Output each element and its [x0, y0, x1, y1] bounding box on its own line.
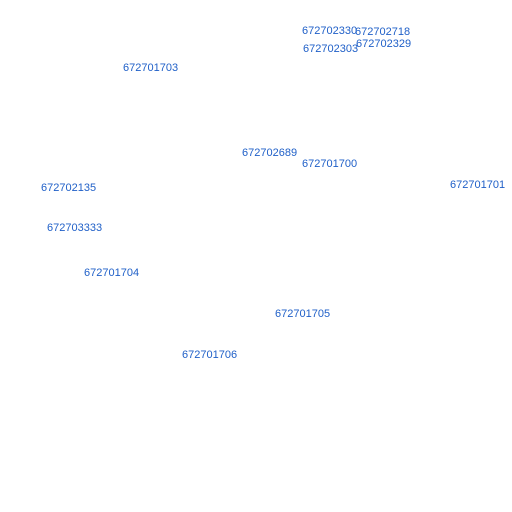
map-label[interactable]: 672701701 — [450, 179, 506, 191]
map-label[interactable]: 672702303 — [303, 43, 359, 55]
map-label[interactable]: 672702689 — [242, 147, 298, 159]
map-label[interactable]: 672702135 — [41, 182, 97, 194]
map-label[interactable]: 672701704 — [84, 267, 140, 279]
map-label[interactable]: 672702329 — [356, 38, 412, 50]
map-label[interactable]: 672701706 — [182, 349, 238, 361]
map-label[interactable]: 672701703 — [123, 62, 179, 74]
map-label[interactable]: 672701700 — [302, 158, 358, 170]
map-label[interactable]: 672702718 — [355, 26, 411, 38]
map-label[interactable]: 672702330 — [302, 25, 358, 37]
map-label[interactable]: 672701705 — [275, 308, 331, 320]
map-label[interactable]: 672703333 — [47, 222, 103, 234]
